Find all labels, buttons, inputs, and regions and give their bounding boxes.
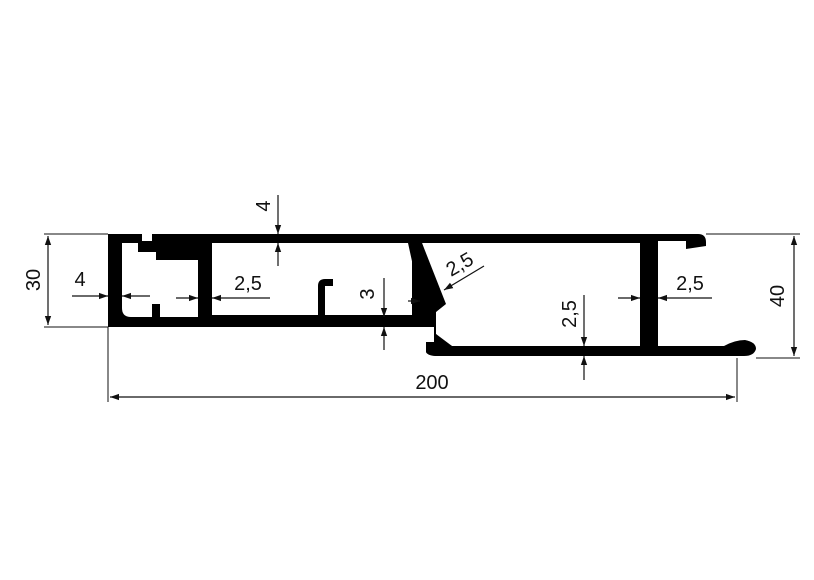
dim-bottom-wall: 2,5 <box>559 300 581 328</box>
diagonal-web <box>408 243 446 316</box>
inner-hook <box>318 279 333 316</box>
dim-middle-step: 3 <box>357 288 379 299</box>
dim-left-height: 30 <box>23 269 45 291</box>
dim-total-width: 200 <box>415 372 448 394</box>
dim-total-height: 40 <box>767 285 789 307</box>
bottom-flange <box>426 327 520 356</box>
bottom-rail <box>108 317 434 327</box>
extension-lines <box>44 233 800 402</box>
dim-inner-wall: 2,5 <box>234 273 262 295</box>
dim-top-wall: 4 <box>253 200 275 211</box>
second-chamber <box>212 243 412 315</box>
aluminium-profile <box>108 234 756 356</box>
dimension-labels: 30 40 200 4 4 2,5 3 2,5 2,5 2,5 <box>23 200 789 394</box>
large-chamber <box>422 243 640 346</box>
dim-left-wall: 4 <box>74 269 85 291</box>
dim-right-wall: 2,5 <box>676 273 704 295</box>
top-notch <box>142 234 152 241</box>
diagonal-tab <box>416 292 436 306</box>
dimension-lines <box>44 195 798 401</box>
right-web <box>640 243 658 346</box>
